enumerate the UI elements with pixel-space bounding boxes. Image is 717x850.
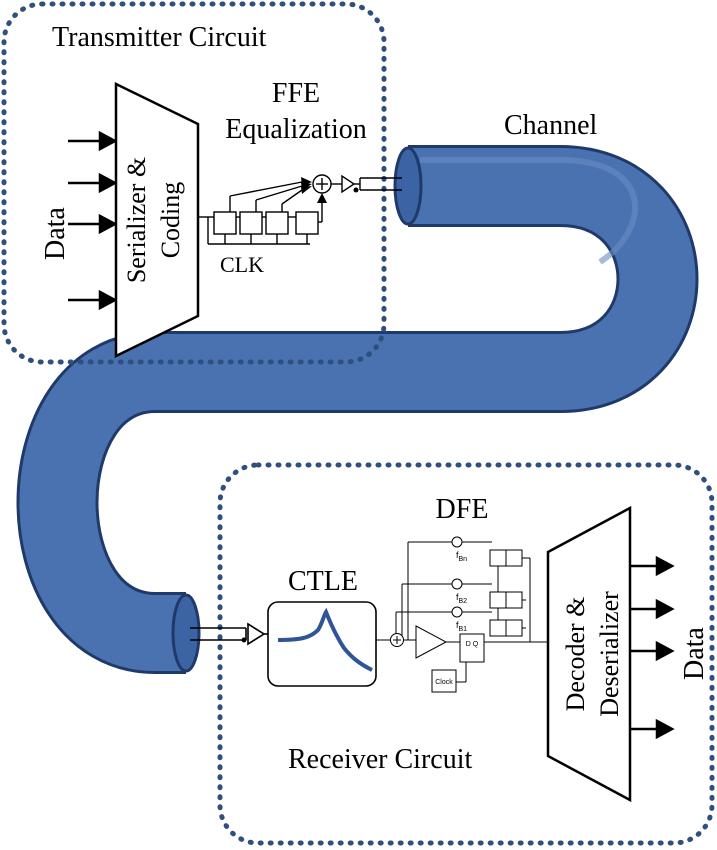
rx-input-node — [241, 637, 247, 643]
ffe-flop-3 — [265, 211, 289, 235]
deserializer-label-line2: Deserializer — [595, 591, 624, 717]
dfe-tap-label-bn: fBn — [456, 550, 467, 563]
dfe-clock-box — [431, 669, 457, 693]
serializer-block — [114, 81, 200, 359]
channel-end-receive — [171, 593, 201, 673]
dfe-tap-label-b1: fB1 — [456, 620, 467, 633]
transmitter-title: Transmitter Circuit — [52, 22, 267, 53]
dfe-tap-b1 — [451, 606, 463, 618]
ffe-circuit — [198, 174, 402, 245]
serializer-label-line2: Coding — [156, 182, 185, 259]
dfe-circuit — [376, 536, 548, 693]
serializer-label-line1: Serializer & — [122, 157, 151, 283]
rx-input — [190, 622, 268, 646]
dfe-decision-flop — [459, 633, 485, 663]
receiver-border — [217, 462, 715, 846]
dfe-tap-label-b2: fB2 — [456, 592, 467, 605]
tx-driver — [341, 174, 356, 194]
ctle-response-curve — [277, 607, 373, 672]
channel-end-transmit — [393, 146, 423, 226]
dfe-tap-bn — [451, 536, 463, 548]
deserializer-label-line1: Decoder & — [561, 597, 590, 712]
dfe-clock-label: Clock — [435, 679, 453, 686]
transmitter-border — [1, 1, 387, 365]
dfe-slicer — [415, 625, 448, 659]
dfe-flop-label: D Q — [466, 641, 479, 648]
ffe-flop-2 — [239, 211, 263, 235]
rx-buffer — [247, 622, 266, 646]
ffe-flop-4 — [295, 211, 319, 235]
channel-cable — [16, 145, 699, 674]
ffe-label-line2: Equalization — [225, 114, 367, 145]
ffe-flop-1 — [213, 211, 237, 235]
dfe-label: DFE — [436, 494, 489, 525]
ffe-arrowheads — [301, 177, 327, 203]
dfe-tap-b2 — [451, 578, 463, 590]
receiver-title: Receiver Circuit — [288, 744, 472, 775]
ffe-label-line1: FFE — [272, 78, 320, 109]
clk-label: CLK — [220, 252, 264, 277]
tx-driver-node — [353, 187, 359, 193]
transmitter-input-arrows — [68, 130, 118, 311]
receiver-output-arrows — [630, 555, 675, 740]
ctle-block — [267, 601, 377, 687]
deserializer-block — [546, 505, 632, 803]
ctle-label: CTLE — [288, 566, 358, 597]
transmitter-data-label: Data — [40, 207, 71, 260]
channel-label: Channel — [504, 110, 598, 141]
receiver-data-label: Data — [679, 627, 710, 680]
